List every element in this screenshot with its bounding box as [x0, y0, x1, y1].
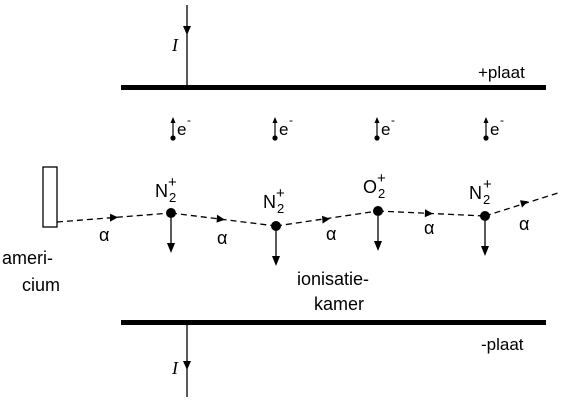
current-label-bottom: I — [171, 358, 179, 378]
ion-symbol: O — [363, 177, 377, 197]
alpha-direction-arrow — [322, 215, 330, 224]
ion-subscript: 2 — [277, 201, 284, 216]
bottom-current-arrowhead — [183, 361, 191, 370]
ion-3: O 2 + — [363, 170, 386, 251]
ion-charge: + — [483, 176, 492, 193]
alpha-label: α — [99, 225, 109, 245]
alpha-label: α — [326, 224, 336, 244]
alpha-label: α — [217, 228, 227, 248]
chamber-label-line1: ionisatie- — [297, 269, 369, 289]
current-label-top: I — [171, 35, 179, 55]
electron-label: e — [490, 120, 499, 139]
alpha-label: α — [519, 214, 529, 234]
electron-label: e — [381, 120, 390, 139]
americium-label-line1: ameri- — [2, 248, 53, 268]
ion-charge: + — [377, 170, 386, 187]
alpha-direction-arrow — [424, 209, 433, 218]
ion-charge: + — [276, 185, 285, 202]
alpha-direction-arrow — [520, 200, 528, 208]
electron-4: e - — [483, 113, 504, 141]
alpha-label: α — [424, 218, 434, 238]
electron-1: e - — [170, 113, 191, 141]
ion-4: N 2 + — [469, 176, 492, 256]
electron-charge: - — [289, 113, 293, 127]
electron-label: e — [279, 120, 288, 139]
americium-source — [42, 166, 58, 228]
alpha-direction-arrow — [216, 214, 225, 223]
ion-subscript: 2 — [169, 190, 176, 205]
electron-charge: - — [391, 113, 395, 127]
ion-subscript: 2 — [483, 192, 490, 207]
ion-symbol: N — [469, 183, 482, 203]
ion-1: N 2 + — [155, 174, 177, 253]
ion-2: N 2 + — [263, 185, 285, 266]
electron-label: e — [177, 120, 186, 139]
alpha-direction-arrow — [110, 213, 118, 222]
plus-plate — [121, 85, 546, 90]
top-current-arrowhead — [183, 26, 191, 35]
plus-plate-label: +plaat — [478, 63, 525, 82]
electron-3: e - — [374, 113, 395, 141]
ion-charge: + — [168, 174, 177, 191]
electron-charge: - — [500, 113, 504, 127]
minus-plate — [121, 320, 546, 325]
americium-label-line2: cium — [22, 275, 60, 295]
electron-2: e - — [272, 113, 293, 141]
ion-symbol: N — [155, 181, 168, 201]
ion-subscript: 2 — [378, 186, 385, 201]
ion-symbol: N — [263, 192, 276, 212]
chamber-label-line2: kamer — [314, 294, 364, 314]
minus-plate-label: -plaat — [481, 335, 524, 354]
electron-charge: - — [187, 113, 191, 127]
